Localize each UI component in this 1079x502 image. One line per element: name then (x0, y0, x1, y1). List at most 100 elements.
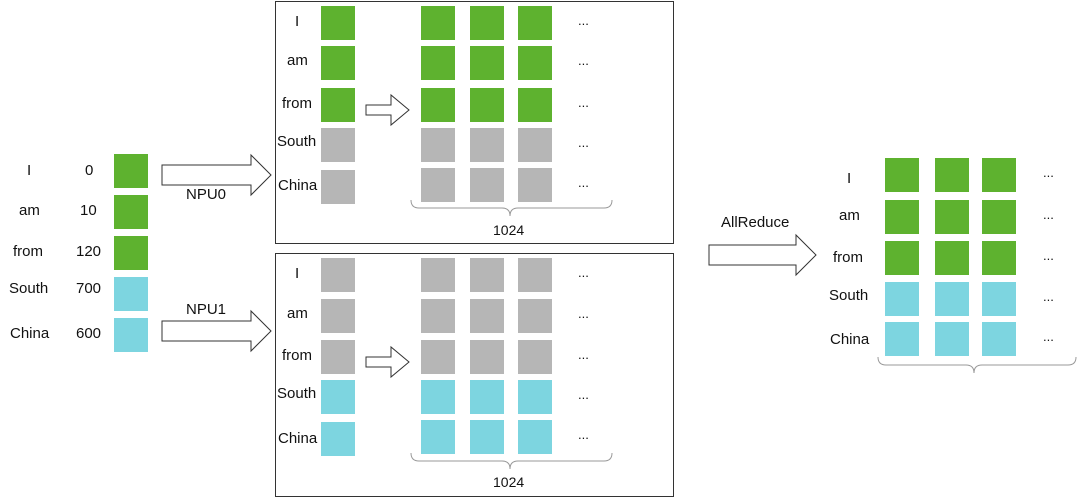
result-grid-cell (935, 241, 969, 275)
result-grid-cell (982, 200, 1016, 234)
result-grid-cell (982, 282, 1016, 316)
npu0-ellipsis: ... (578, 53, 589, 68)
npu0-row-cell (321, 6, 355, 40)
npu1-grid-cell (470, 420, 504, 454)
vocab-embedding-cell (114, 318, 148, 352)
vocab-id: 600 (76, 325, 102, 342)
npu1-arrow (161, 309, 272, 353)
npu0-grid-cell (421, 128, 455, 162)
vocab-id: 120 (76, 243, 102, 260)
npu0-grid-cell (421, 6, 455, 40)
npu0-grid-cell (518, 88, 552, 122)
npu1-grid-cell (518, 420, 552, 454)
npu1-arrow-label: NPU1 (186, 301, 227, 318)
vocab-id: 700 (76, 280, 102, 297)
npu1-grid-cell (518, 380, 552, 414)
npu1-grid-cell (470, 340, 504, 374)
npu0-grid-cell (470, 88, 504, 122)
result-grid-cell (935, 282, 969, 316)
npu1-brace (410, 452, 613, 470)
npu0-word: China (278, 177, 318, 194)
npu1-grid-cell (518, 340, 552, 374)
npu0-word: from (282, 95, 312, 112)
result-grid-cell (885, 241, 919, 275)
npu0-grid-cell (518, 46, 552, 80)
npu0-grid-cell (421, 46, 455, 80)
result-ellipsis: ... (1043, 248, 1054, 263)
npu1-ellipsis: ... (578, 347, 589, 362)
npu0-arrow-label: NPU0 (186, 186, 227, 203)
vocab-word: China (10, 325, 50, 342)
result-grid-cell (935, 322, 969, 356)
npu0-arrow (161, 153, 272, 197)
npu1-word: from (282, 347, 312, 364)
npu1-grid-cell (470, 258, 504, 292)
npu1-grid-cell (470, 380, 504, 414)
npu1-word: I (295, 265, 300, 282)
vocab-word: I (27, 162, 32, 179)
npu0-ellipsis: ... (578, 175, 589, 190)
npu0-word: South (277, 133, 317, 150)
npu1-row-cell (321, 258, 355, 292)
npu1-grid-cell (421, 340, 455, 374)
npu1-word: China (278, 430, 318, 447)
result-grid-cell (982, 322, 1016, 356)
npu1-row-cell (321, 299, 355, 333)
vocab-embedding-cell (114, 154, 148, 188)
result-ellipsis: ... (1043, 329, 1054, 344)
npu1-ellipsis: ... (578, 387, 589, 402)
npu0-grid-cell (470, 168, 504, 202)
npu0-word: am (287, 52, 308, 69)
npu0-row-cell (321, 46, 355, 80)
result-word: South (829, 287, 869, 304)
result-grid-cell (935, 200, 969, 234)
vocab-id: 0 (85, 162, 94, 179)
npu0-grid-cell (518, 6, 552, 40)
npu0-grid-cell (470, 46, 504, 80)
npu1-grid-cell (518, 258, 552, 292)
vocab-word: from (13, 243, 43, 260)
npu0-row-cell (321, 128, 355, 162)
result-grid-cell (982, 158, 1016, 192)
npu1-ellipsis: ... (578, 306, 589, 321)
result-word: from (833, 249, 863, 266)
result-grid-cell (885, 282, 919, 316)
result-grid-cell (935, 158, 969, 192)
npu0-grid-cell (518, 128, 552, 162)
result-ellipsis: ... (1043, 289, 1054, 304)
npu1-word: South (277, 385, 317, 402)
npu1-panel (275, 253, 674, 497)
result-grid-cell (885, 200, 919, 234)
npu0-word: I (295, 13, 300, 30)
result-word: I (847, 170, 852, 187)
npu1-row-cell (321, 340, 355, 374)
npu1-grid-cell (421, 420, 455, 454)
result-grid-cell (982, 241, 1016, 275)
npu1-row-cell (321, 422, 355, 456)
npu0-ellipsis: ... (578, 95, 589, 110)
result-grid-cell (885, 322, 919, 356)
result-grid-cell (885, 158, 919, 192)
vocab-word: am (19, 202, 40, 219)
npu0-grid-cell (470, 128, 504, 162)
result-brace (877, 356, 1077, 374)
npu0-grid-cell (518, 168, 552, 202)
result-word: am (839, 207, 860, 224)
npu0-row-cell (321, 88, 355, 122)
result-word: China (830, 331, 870, 348)
vocab-id: 10 (80, 202, 97, 219)
npu1-grid-cell (421, 299, 455, 333)
result-ellipsis: ... (1043, 165, 1054, 180)
npu1-grid-cell (470, 299, 504, 333)
vocab-embedding-cell (114, 277, 148, 311)
npu1-grid-cell (421, 380, 455, 414)
npu0-inner-arrow (365, 93, 410, 127)
npu0-grid-cell (470, 6, 504, 40)
allreduce-arrow-label: AllReduce (721, 214, 790, 231)
npu0-ellipsis: ... (578, 135, 589, 150)
npu1-grid-cell (518, 299, 552, 333)
vocab-embedding-cell (114, 195, 148, 229)
npu1-ellipsis: ... (578, 427, 589, 442)
npu0-grid-cell (421, 168, 455, 202)
